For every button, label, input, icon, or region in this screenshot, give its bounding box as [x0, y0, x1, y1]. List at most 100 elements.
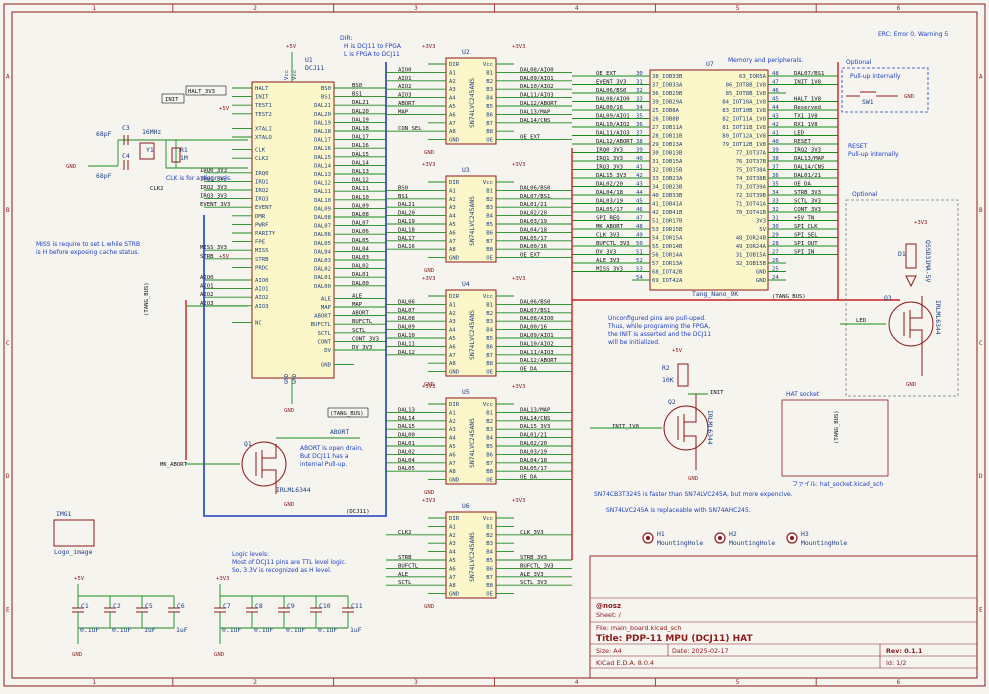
- u7-pin-num: 31: [636, 80, 643, 86]
- buffer-pin: GND: [449, 138, 460, 144]
- u7-pin-num: 36: [772, 173, 779, 179]
- buffer-u2[interactable]: U2SN74LVC245ANSDIRA1AIO0A2AIO1A3AIO2A4AI…: [386, 44, 572, 156]
- u1-pin-label: XTALO: [255, 135, 272, 141]
- buffer-pin: B4: [486, 96, 493, 102]
- u7-left-net: DAL12/ABORT: [596, 139, 634, 145]
- buffer-b-net: DAL09/AIO1: [520, 76, 554, 82]
- buffer-a-net: DAL18: [398, 227, 415, 233]
- tang-bus-left-label: (TANG_BUS): [144, 282, 150, 316]
- u1-pin-label: ABORT: [314, 314, 331, 320]
- buffer-b-net: DAL05/17: [520, 466, 547, 472]
- u1-right-net: DAL00: [352, 281, 369, 287]
- buffer-pin: A3: [449, 541, 456, 547]
- u7-pin-num: 46: [636, 207, 643, 213]
- u1-right-net: DAL13: [352, 169, 369, 175]
- q2-mosfet[interactable]: +5V R2 10K INIT Q2 IRLML6344 GND INIT_1V…: [590, 348, 724, 482]
- hat-socket[interactable]: HAT socket ファイル: hat_socket.kicad_sch (T…: [781, 391, 889, 488]
- buffer-u6[interactable]: U6SN74LVC245ANSDIRA1A2CLK2A3A4A5STRBA6BU…: [386, 498, 572, 610]
- grid-col-top: 4: [575, 5, 579, 12]
- q1-net: MK_ABORT: [160, 462, 188, 468]
- buffer-pin: A8: [449, 469, 456, 475]
- u7-pin-num: 49: [636, 233, 643, 239]
- buffer-ref: U2: [462, 48, 470, 56]
- buffer-body: [445, 397, 497, 485]
- buffer-pin: Vcc: [483, 62, 493, 68]
- u1-pin-label: CLK2: [255, 156, 268, 162]
- u1-dcj11[interactable]: U1 DCJ11 +5V HALTINITTEST1TEST2XTALIXTAL…: [200, 44, 386, 414]
- d1-ref: D1: [898, 250, 906, 258]
- u7-pin-label: 3V3: [756, 219, 766, 225]
- u7-pin-label: 27_IOB11A: [652, 125, 683, 131]
- buffer-b-net: DAL11/AIO3: [520, 93, 554, 99]
- buffer-pin: B2: [486, 419, 493, 425]
- grid-row-left: A: [6, 74, 10, 81]
- cap-value: 0.1uF: [80, 626, 99, 634]
- buffer-pin: A2: [449, 79, 456, 85]
- buffer-pin: DIR: [449, 62, 460, 68]
- buffer-u5[interactable]: U5SN74LVC245ANSDIRA1DAL13A2DAL14A3DAL15A…: [386, 384, 572, 496]
- cap-value: 0.1uF: [112, 626, 131, 634]
- u7-right-net: RX1_1V8: [794, 122, 818, 128]
- q3-ref: Q3: [884, 294, 892, 302]
- u7-pin-num: 39: [772, 148, 779, 154]
- u7-right-net: Reserved: [794, 105, 821, 111]
- r2-ref: R2: [662, 364, 670, 372]
- tb-file: File: main_board.kicad_sch: [596, 624, 682, 632]
- buffer-u3[interactable]: U3SN74LVC245ANSDIRA1BS0A2BS1A3DAL21A4DAL…: [386, 162, 572, 274]
- u7-pin-label: 72_IOT39B: [736, 193, 767, 199]
- buffer-pin: B7: [486, 461, 493, 467]
- buffer-pin: GND: [449, 370, 460, 376]
- u1-pin-label: DAL04: [314, 249, 331, 255]
- u7-right-net: RESET: [794, 139, 811, 145]
- q2-init: INIT: [710, 390, 724, 396]
- u1-pin-label: DAL17: [314, 138, 331, 144]
- q1-mosfet[interactable]: Q1 IRLML6344 GND ABORT MK_ABORT: [160, 428, 360, 508]
- buffer-ref: U4: [462, 280, 470, 288]
- u1-right-net: DAL02: [352, 264, 369, 270]
- q3-optional[interactable]: Optional +3V3 QSSD31MA-5V D1 Q3 IRLML634…: [840, 191, 959, 397]
- u1-right-net: SCTL: [352, 328, 366, 334]
- dmr-5v: +5V: [219, 254, 230, 260]
- buffer-pin: B7: [486, 239, 493, 245]
- u7-pin-label: 82_IOT11A_1V8: [722, 117, 766, 123]
- u7-right-net: SPI_OUT: [794, 241, 818, 247]
- u1-right-net: DAL04: [352, 246, 369, 252]
- u7-tang-nano[interactable]: U7 Tang_Nano_9K 38_IOB33B30OE_EXT37_IOB3…: [572, 60, 838, 298]
- u7-pin-label: 55_IOR14B: [652, 244, 683, 250]
- sw1-optional[interactable]: Optional Pull-up internally SW1 GND: [841, 59, 929, 113]
- buffer-pin: Vcc: [483, 180, 493, 186]
- buffer-pin: A5: [449, 336, 456, 342]
- u7-pin-label: 84_IOT10A_1V8: [722, 100, 766, 106]
- note-memory: Memory and peripherals.: [728, 57, 803, 64]
- q2-value: IRLML6344: [706, 410, 714, 445]
- grid-col-top: 5: [736, 5, 740, 12]
- grid-col-bottom: 5: [736, 679, 740, 686]
- u7-left-net: MISS_3V3: [596, 267, 623, 273]
- u1-pin-label: XTALI: [255, 126, 272, 132]
- halt-init-labels: HALT_3V3 INIT +5V +5V: [161, 85, 230, 260]
- u1-pin-label: DAL20: [314, 112, 331, 118]
- u7-pin-label: 42_IOB41B: [652, 210, 683, 216]
- buffer-pin: DIR: [449, 402, 460, 408]
- u7-pin-label: 80_IOT12A_1V8: [722, 134, 766, 140]
- buffer-pin: B3: [486, 427, 493, 433]
- buffer-a-net: DAL04: [398, 458, 415, 464]
- buffer-pin: OE: [486, 592, 493, 598]
- buffer-pin: B1: [486, 70, 493, 76]
- u7-right-net: INIT_1V8: [794, 80, 822, 86]
- buffer-b-net: DAL14/CNS: [520, 118, 550, 124]
- grid-row-right: D: [979, 473, 983, 480]
- u1-pin-label: DAL00: [314, 284, 331, 290]
- buffer-u4[interactable]: U4SN74LVC245ANSDIRA1DAL06A2DAL07A3DAL08A…: [386, 276, 572, 388]
- u1-pin-label: Vcc: [292, 70, 298, 80]
- c3-ref: C3: [122, 124, 130, 132]
- u7-right-net: OE_DA: [794, 182, 811, 188]
- u7-left-net: DAL03/19: [596, 199, 623, 205]
- u1-pin-label: TEST1: [255, 103, 272, 109]
- q2-ref: Q2: [668, 398, 676, 406]
- u1-body: [251, 81, 335, 379]
- u1-pin-label: IRQ3: [255, 197, 268, 203]
- buffer-pin: A6: [449, 566, 456, 572]
- u1-right-net: DAL20: [352, 109, 369, 115]
- buffer-pin: Vcc: [483, 402, 493, 408]
